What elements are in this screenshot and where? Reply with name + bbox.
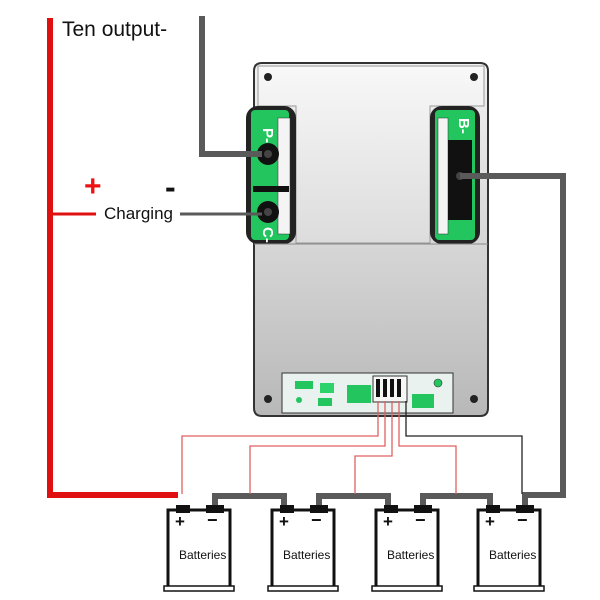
mount-hole — [470, 73, 478, 81]
p-minus-terminal-strip — [251, 110, 291, 240]
p-minus-label: P- — [259, 128, 276, 143]
battery-1-plus: + — [175, 512, 185, 531]
charging-label: Charging — [103, 204, 174, 224]
battery-negative-wire — [460, 173, 566, 510]
balance-wires — [181, 401, 523, 494]
battery-3-minus: − — [415, 510, 426, 530]
mount-hole — [264, 73, 272, 81]
c-minus-label: C- — [259, 227, 276, 243]
battery-4-label: Batteries — [489, 548, 537, 562]
battery-2-label: Batteries — [283, 548, 331, 562]
b-minus-label: B- — [455, 118, 472, 134]
battery-2-minus: − — [311, 510, 322, 530]
ten-output-label: Ten output- — [62, 18, 168, 41]
battery-1 — [163, 505, 235, 592]
pin-c-text: C- — [259, 227, 276, 243]
battery-2 — [267, 505, 339, 592]
mount-hole — [470, 395, 478, 403]
pin-p-text: P- — [259, 128, 276, 143]
battery-3-plus: + — [383, 512, 393, 531]
positive-main-wire — [47, 18, 178, 498]
balance-connector-pcb — [281, 372, 454, 414]
battery-4-minus: − — [517, 510, 528, 530]
battery-3 — [371, 505, 443, 592]
minus-sign: - — [165, 169, 176, 205]
battery-2-plus: + — [279, 512, 289, 531]
battery-4-plus: + — [485, 512, 495, 531]
battery-1-minus: − — [207, 510, 218, 530]
output-negative-wire — [199, 16, 262, 157]
battery-1-label: Batteries — [179, 548, 227, 562]
plus-sign: + — [84, 170, 102, 203]
series-links — [212, 493, 493, 510]
pin-b-text: B- — [455, 118, 472, 134]
battery-4 — [473, 505, 545, 592]
b-minus-terminal-strip — [435, 110, 475, 240]
battery-3-label: Batteries — [387, 548, 435, 562]
mount-hole — [264, 395, 272, 403]
